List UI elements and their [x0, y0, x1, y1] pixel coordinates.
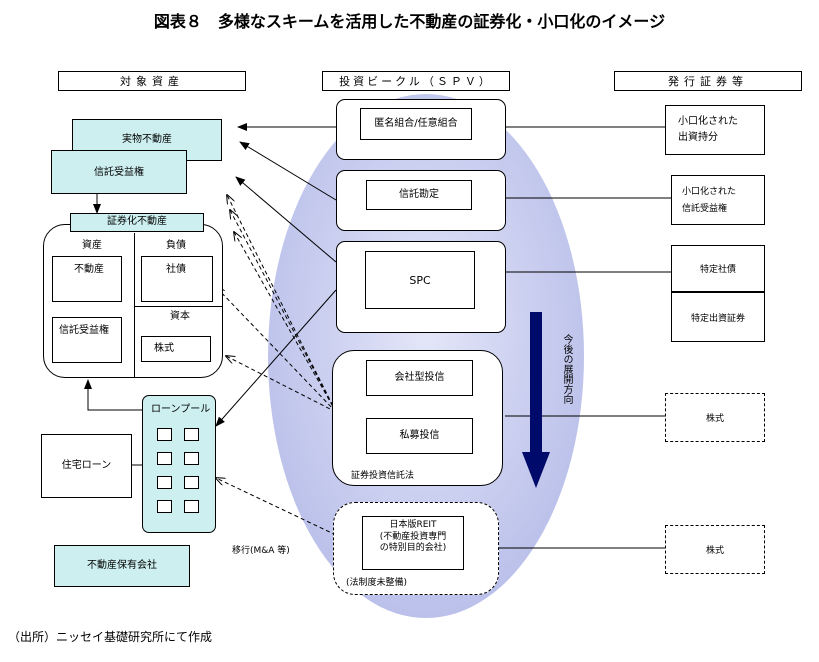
balance-divider-vertical [134, 233, 135, 377]
small-investment-box: 小口化された 出資持分 [665, 105, 765, 155]
diagram-title: 図表８ 多様なスキームを活用した不動産の証券化・小口化のイメージ [153, 12, 666, 31]
loan-square [184, 476, 199, 489]
shares-box: 株式 [141, 336, 211, 362]
reit-desc-1: (不動産投資専門 [379, 531, 447, 542]
private-trust-box: 私募投信 [366, 418, 473, 454]
trust-rights-box: 信託受益権 [52, 317, 122, 363]
corporate-trust-box: 会社型投信 [366, 360, 473, 396]
loan-square [157, 476, 172, 489]
small-trust-line-1: 小口化された [682, 187, 737, 197]
source-note: （出所）ニッセイ基礎研究所にて作成 [8, 630, 213, 644]
securitized-label: 証券化不動産 [70, 213, 204, 232]
bonds-box: 社債 [141, 256, 213, 302]
property-box: 不動産 [52, 256, 122, 302]
trust-account-box: 信託勘定 [366, 180, 472, 210]
asset-column-label: 資産 [82, 240, 102, 251]
dashed-arrow-1 [227, 195, 337, 413]
arrow-loanpool-securitized [84, 379, 142, 411]
balance-divider-horizontal [134, 306, 222, 307]
shares-box-2: 株式 [665, 525, 765, 574]
small-trust-box: 小口化された 信託受益権 [671, 175, 765, 225]
housing-loan-box: 住宅ローン [41, 434, 132, 498]
direction-label: 今後の展開方向 [561, 334, 572, 404]
loan-square [157, 500, 172, 513]
dashed-arrow-2 [230, 210, 337, 413]
header-securities: 発行証券等 [614, 71, 802, 91]
loan-square [157, 452, 172, 465]
header-assets: 対象資産 [58, 71, 246, 91]
small-investment-line-2: 出資持分 [678, 132, 718, 143]
specific-bonds-box: 特定社債 [671, 245, 765, 292]
arrow-trust-realestate [239, 141, 337, 201]
dashed-arrow-6 [216, 478, 337, 536]
direction-arrow-head [522, 452, 550, 488]
holding-company-box: 不動産保有会社 [54, 545, 190, 587]
reit-box: 日本版REIT (不動産投資専門 の特別目的会社) [362, 516, 464, 570]
liability-column-label: 負債 [166, 240, 186, 251]
loan-square [184, 428, 199, 441]
specific-investment-box: 特定出資証券 [671, 292, 765, 342]
trust-beneficiary-box: 信託受益権 [51, 150, 187, 194]
loan-pool-label: ローンプール [151, 404, 211, 415]
reit-note: (法制度未整備) [346, 578, 408, 588]
loan-pool-box [142, 395, 216, 533]
spc-box: SPC [365, 251, 475, 309]
reit-desc-2: の特別目的会社) [379, 543, 447, 554]
loan-square [157, 428, 172, 441]
capital-label: 資本 [170, 311, 190, 322]
loan-square [184, 500, 199, 513]
small-trust-line-2: 信託受益権 [682, 204, 728, 215]
partnership-box: 匿名組合/任意組合 [360, 108, 472, 140]
dashed-arrow-4 [216, 287, 337, 413]
direction-arrow-shaft [530, 312, 542, 454]
reit-title: 日本版REIT [389, 520, 437, 530]
loan-square [184, 452, 199, 465]
header-vehicle: 投資ビークル（ＳＰＶ） [322, 71, 510, 91]
shares-box-1: 株式 [665, 393, 765, 442]
arrow-spc-trust [235, 176, 337, 263]
securities-law-label: 証券投資信託法 [351, 471, 415, 481]
migration-label: 移行(M&A 等) [232, 546, 290, 556]
small-investment-line-1: 小口化された [678, 116, 738, 127]
arrow-spc-loanpool [215, 289, 337, 427]
